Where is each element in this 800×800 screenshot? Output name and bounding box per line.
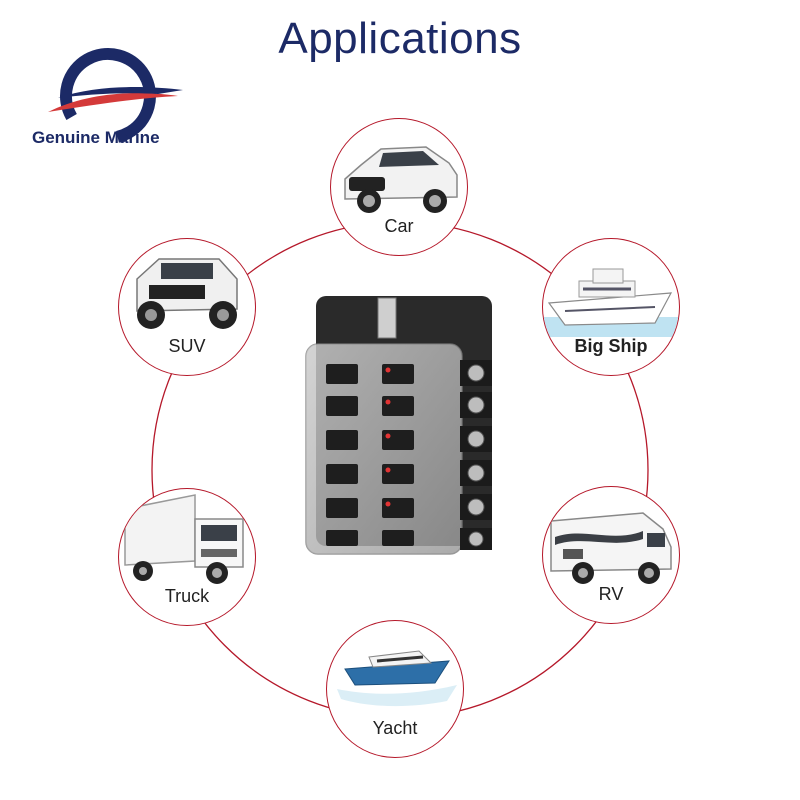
rv-icon <box>550 512 672 584</box>
application-label-truck: Truck <box>164 586 210 606</box>
page-title: Applications <box>278 14 522 63</box>
application-rv: RV <box>542 486 680 624</box>
application-label-big-ship: Big Ship <box>574 336 648 356</box>
application-label-suv: SUV <box>168 336 206 356</box>
application-yacht: Yacht <box>326 620 464 758</box>
truck-icon <box>124 494 244 584</box>
suv-icon <box>136 258 238 329</box>
ship-icon <box>543 268 679 337</box>
fuse-box-icon <box>305 296 492 555</box>
application-suv: SUV <box>118 238 256 376</box>
brand-logo <box>48 48 183 144</box>
car-icon <box>344 146 458 213</box>
brand-name: Genuine Marine <box>32 128 160 147</box>
application-car: Car <box>330 118 468 256</box>
yacht-icon <box>337 650 457 707</box>
application-label-yacht: Yacht <box>372 718 418 738</box>
application-big-ship: Big Ship <box>542 238 680 376</box>
application-label-rv: RV <box>598 584 624 604</box>
application-truck: Truck <box>118 488 256 626</box>
application-label-car: Car <box>384 216 414 236</box>
